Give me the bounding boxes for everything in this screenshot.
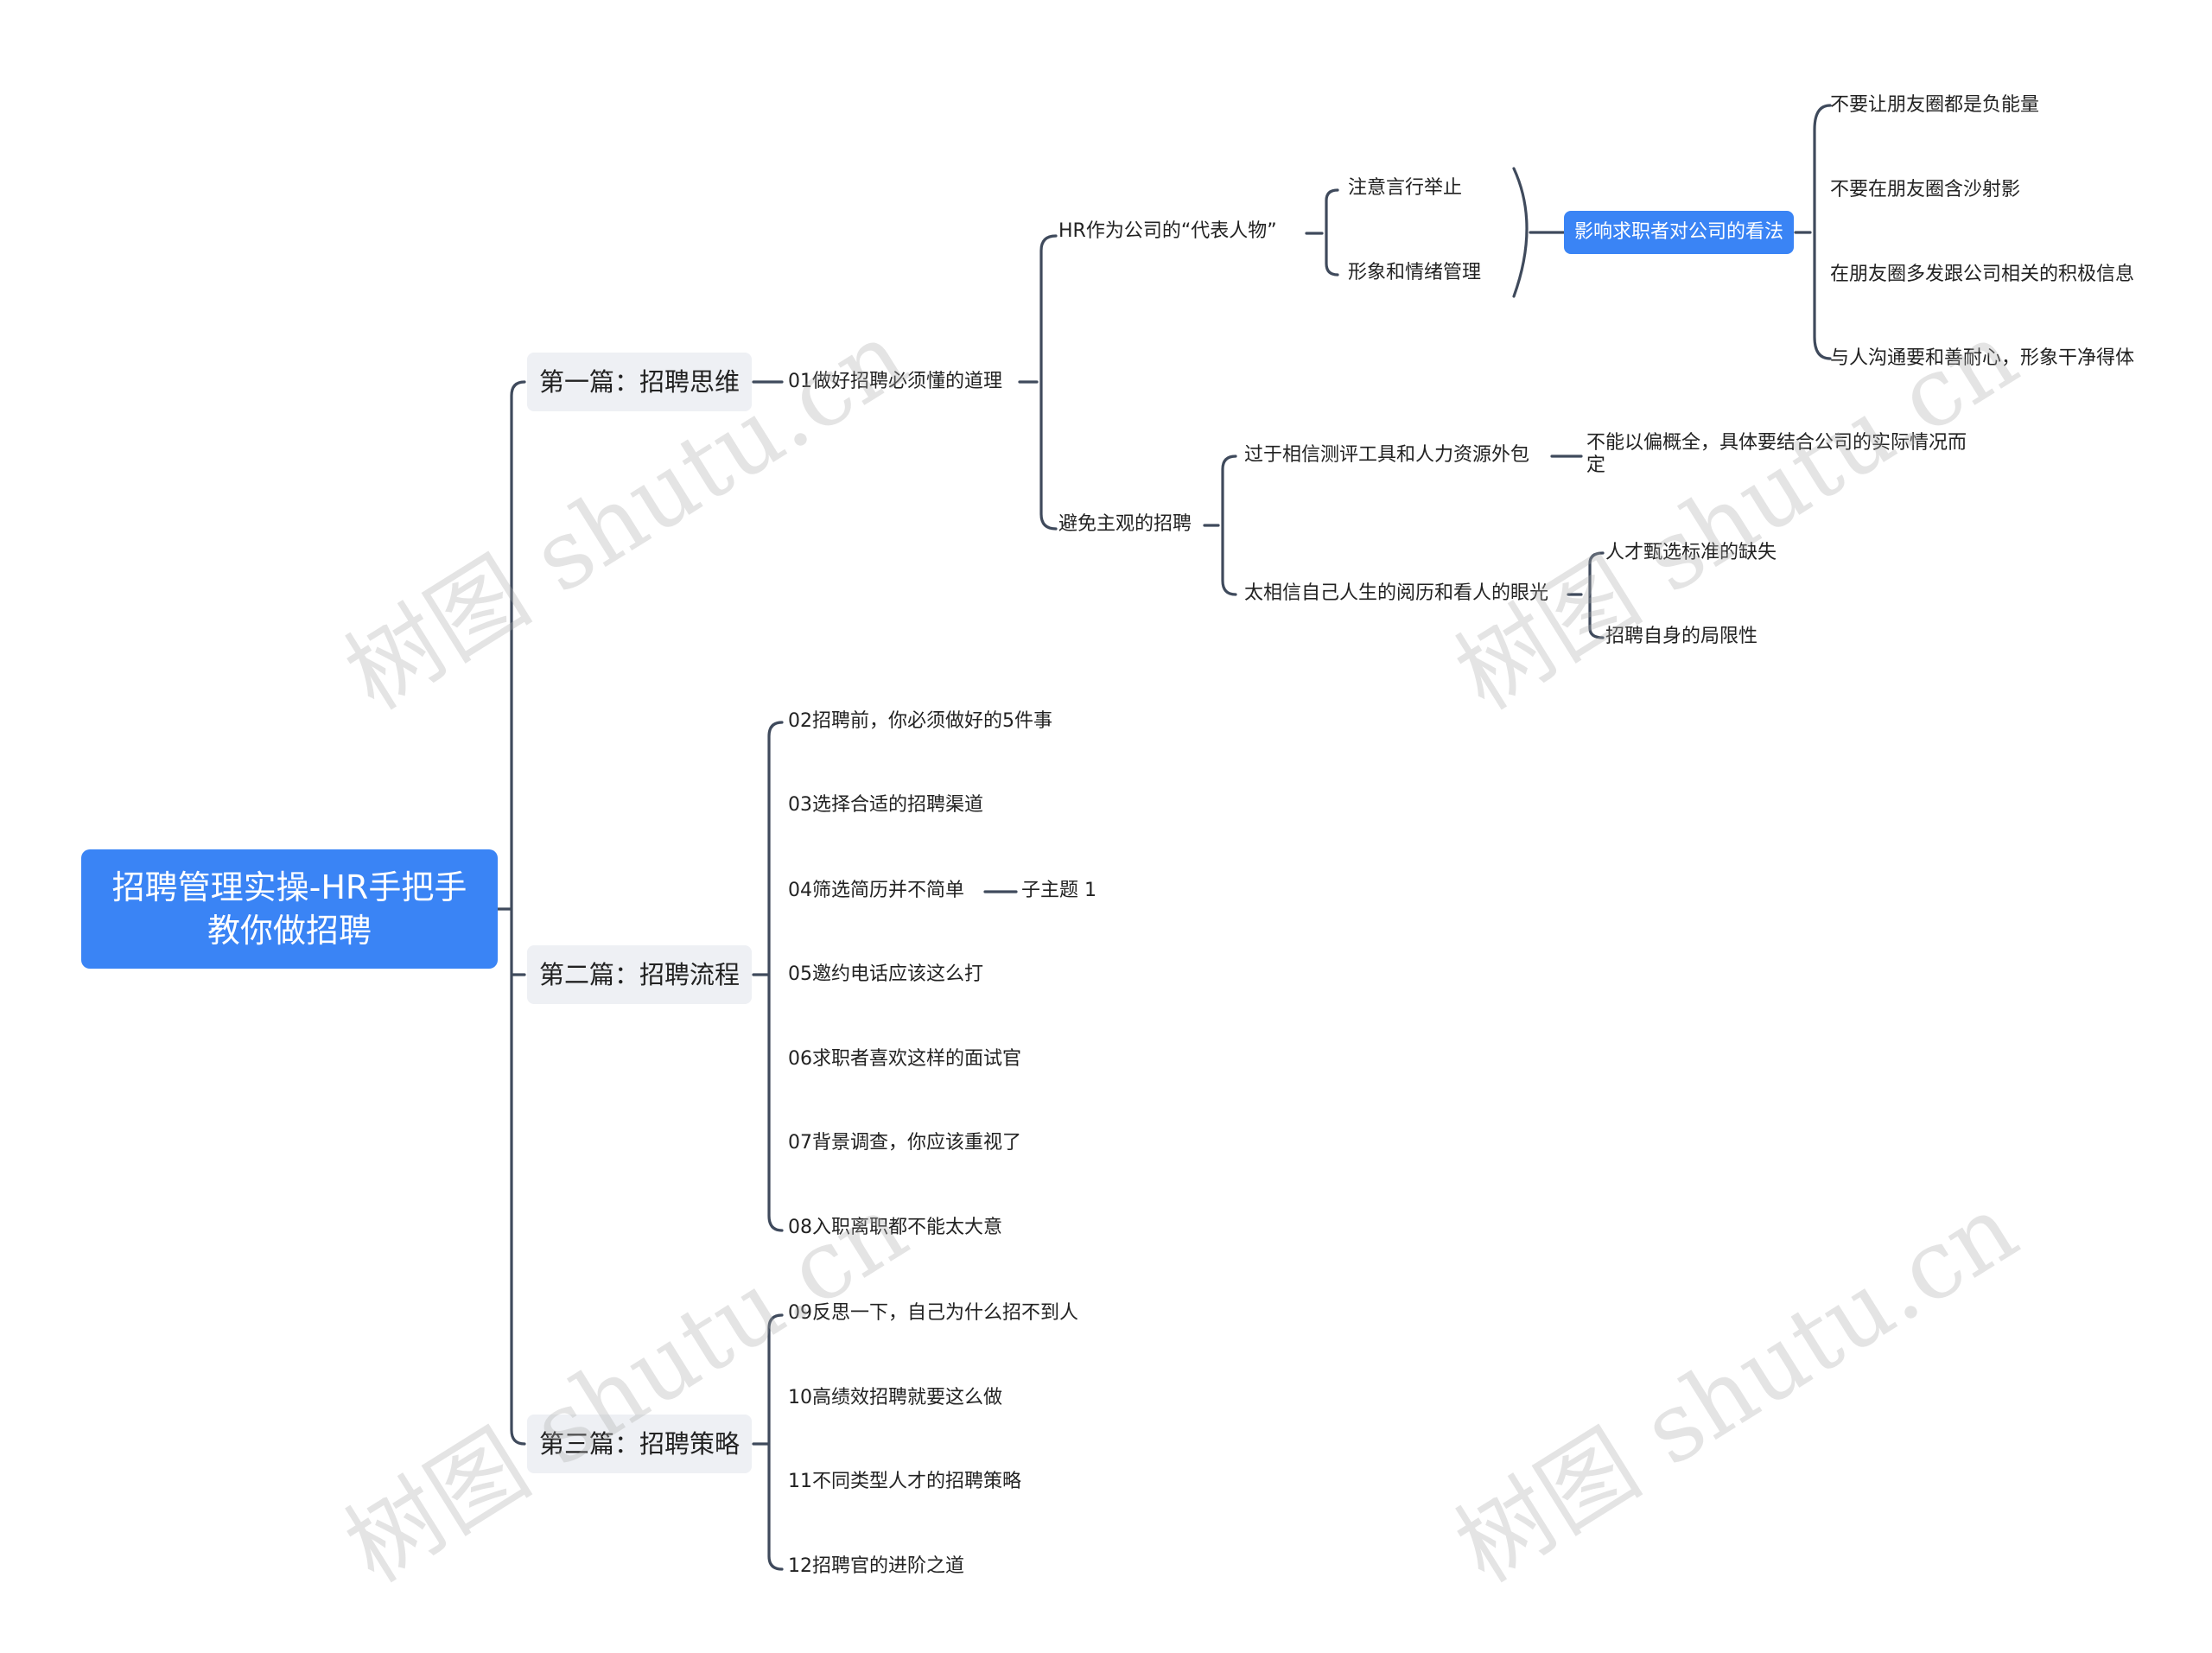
link-avoid-children [1203,455,1237,596]
tools-note-line2: 定 [1586,455,1606,476]
summary-child-3[interactable]: 在朋友圈多发跟公司相关的积极信息 [1830,264,2135,285]
hr-rep-child-2[interactable]: 形象和情绪管理 [1348,262,1482,283]
summary-node[interactable]: 影响求职者对公司的看法 [1564,211,1795,254]
chapter-2[interactable]: 第二篇：招聘流程 [527,945,753,1004]
summary-child-1[interactable]: 不要让朋友圈都是负能量 [1830,94,2040,116]
part2-item-02[interactable]: 02招聘前，你必须做好的5件事 [788,710,1052,732]
experience-child-2[interactable]: 招聘自身的局限性 [1605,626,1758,647]
part2-item-06[interactable]: 06求职者喜欢这样的面试官 [788,1048,1021,1070]
part3-item-10[interactable]: 10高绩效招聘就要这么做 [788,1387,1002,1408]
link-topic-branches [1018,234,1058,531]
avoid-child-2[interactable]: 太相信自己人生的阅历和看人的眼光 [1244,582,1549,604]
summary-bracket [1512,167,1566,298]
link-experience-children [1567,551,1605,639]
tools-note[interactable]: 不能以偏概全，具体要结合公司的实际情况而 定 [1586,430,1967,479]
experience-child-1[interactable]: 人才甄选标准的缺失 [1605,542,1777,563]
tools-note-line1: 不能以偏概全，具体要结合公司的实际情况而 [1586,432,1967,454]
summary-child-2[interactable]: 不要在朋友圈含沙射影 [1830,179,2021,200]
link-root-chapters [496,380,526,1446]
summary-child-4[interactable]: 与人沟通要和善耐心，形象干净得体 [1830,347,2135,369]
link-ch3-items [752,1313,784,1571]
part2-item-03[interactable]: 03选择合适的招聘渠道 [788,794,983,816]
avoid-subjective[interactable]: 避免主观的招聘 [1058,513,1192,535]
subtopic-1[interactable]: 子主题 1 [1021,880,1096,901]
topic-01[interactable]: 01做好招聘必须懂的道理 [788,371,1002,392]
part3-item-11[interactable]: 11不同类型人才的招聘策略 [788,1471,1021,1492]
part3-item-12[interactable]: 12招聘官的进阶之道 [788,1555,964,1577]
part3-item-09[interactable]: 09反思一下，自己为什么招不到人 [788,1302,1078,1324]
hr-representative[interactable]: HR作为公司的“代表人物” [1058,220,1277,242]
chapter-1[interactable]: 第一篇：招聘思维 [527,353,753,411]
part2-item-08[interactable]: 08入职离职都不能太大意 [788,1217,1002,1238]
avoid-child-1[interactable]: 过于相信测评工具和人力资源外包 [1244,444,1530,466]
part2-item-04[interactable]: 04筛选简历并不简单 [788,880,964,901]
root-title-line2: 教你做招聘 [207,912,372,950]
root-topic[interactable]: 招聘管理实操-HR手把手 教你做招聘 [81,849,498,969]
chapter-3[interactable]: 第三篇：招聘策略 [527,1415,753,1473]
root-title-line1: 招聘管理实操-HR手把手 [111,868,467,906]
part2-item-05[interactable]: 05邀约电话应该这么打 [788,963,983,985]
part2-item-07[interactable]: 07背景调查，你应该重视了 [788,1132,1021,1154]
link-hrrep-children [1305,188,1339,277]
link-summary-children [1794,104,1832,360]
hr-rep-child-1[interactable]: 注意言行举止 [1348,177,1463,199]
link-ch2-items [752,721,784,1232]
